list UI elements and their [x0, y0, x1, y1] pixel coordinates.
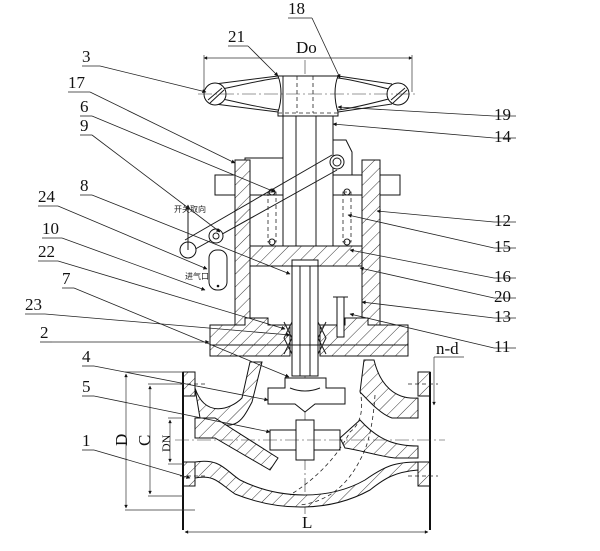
part-label-3: 3	[82, 47, 207, 94]
part-label-1: 1	[82, 431, 191, 479]
label-D: D	[112, 434, 131, 446]
leader-line	[93, 449, 191, 479]
part-number: 7	[62, 269, 71, 288]
leader-line	[61, 237, 206, 291]
dimension-dn: DN	[159, 417, 183, 465]
bonnet	[209, 296, 409, 357]
dimension-do: Do	[203, 38, 413, 92]
part-label-4: 4	[82, 347, 269, 402]
leader-line	[349, 248, 495, 279]
leader-line	[57, 205, 208, 270]
part-label-5: 5	[82, 377, 271, 434]
part-number: 24	[38, 187, 56, 206]
part-label-14: 14	[332, 122, 516, 146]
label-DN: DN	[159, 434, 173, 452]
part-label-15: 15	[347, 213, 516, 256]
part-number: 12	[494, 211, 511, 230]
label-n-d: n-d	[436, 339, 459, 358]
leader-line	[57, 260, 286, 330]
part-number: 18	[288, 0, 305, 18]
leader-line	[93, 365, 269, 402]
label-L: L	[302, 513, 312, 532]
leader-line	[349, 312, 495, 349]
part-label-13: 13	[361, 300, 516, 326]
part-label-17: 17	[68, 73, 236, 164]
stem-yoke	[214, 115, 401, 377]
part-number: 4	[82, 347, 91, 366]
part-number: 8	[80, 176, 89, 195]
part-number: 16	[494, 267, 511, 286]
part-label-22: 22	[38, 242, 286, 330]
leader-line	[93, 395, 271, 434]
leader-line	[361, 300, 495, 319]
part-number: 1	[82, 431, 91, 450]
part-number: 15	[494, 237, 511, 256]
part-label-16: 16	[349, 248, 516, 286]
part-label-20: 20	[359, 266, 516, 306]
leader-line	[44, 313, 291, 337]
part-number: 17	[68, 73, 86, 92]
dimension-l: L	[184, 513, 429, 534]
part-label-21: 21	[228, 27, 279, 77]
part-number: 5	[82, 377, 91, 396]
label-do: Do	[296, 38, 317, 57]
part-number: 19	[494, 105, 511, 124]
leader-line	[91, 134, 221, 233]
leader-line	[347, 213, 495, 249]
part-label-8: 8	[80, 176, 291, 275]
leader-line	[73, 287, 290, 378]
dimension-c: C	[135, 383, 183, 497]
part-number: 2	[40, 323, 49, 342]
dimension-n-d: n-d	[432, 339, 464, 406]
leader-line	[359, 266, 495, 299]
part-number: 3	[82, 47, 91, 66]
part-number: 13	[494, 307, 511, 326]
part-label-11: 11	[349, 312, 516, 356]
disc	[267, 377, 346, 413]
leader-line	[91, 194, 291, 275]
part-label-19: 19	[337, 105, 516, 124]
leader-line	[99, 65, 207, 94]
leader-line	[91, 115, 276, 193]
part-number: 11	[494, 337, 510, 356]
part-label-6: 6	[80, 97, 276, 193]
part-number: 21	[228, 27, 245, 46]
part-label-24: 24	[38, 187, 208, 270]
dimension-d: D	[112, 371, 195, 511]
annotation-air-inlet: 进气口	[185, 271, 209, 281]
leader-line	[332, 122, 495, 139]
label-C: C	[135, 435, 154, 446]
part-label-18: 18	[288, 0, 341, 79]
part-number: 9	[80, 116, 89, 135]
lever-arm	[179, 154, 338, 291]
part-number: 22	[38, 242, 55, 261]
part-number: 10	[42, 219, 59, 238]
part-label-23: 23	[25, 295, 291, 337]
valve-body	[175, 359, 445, 530]
part-number: 20	[494, 287, 511, 306]
part-number: 6	[80, 97, 89, 116]
leader-line	[89, 91, 236, 164]
handwheel	[198, 75, 415, 117]
part-number: 23	[25, 295, 42, 314]
leader-line	[247, 45, 279, 77]
leader-line	[311, 17, 341, 79]
leader-line	[376, 209, 495, 223]
part-label-12: 12	[376, 209, 516, 230]
leader-line	[337, 105, 495, 117]
part-label-10: 10	[42, 219, 206, 291]
part-label-7: 7	[62, 269, 290, 378]
part-label-2: 2	[40, 323, 210, 344]
part-label-9: 9	[80, 116, 221, 233]
part-number: 14	[494, 127, 512, 146]
